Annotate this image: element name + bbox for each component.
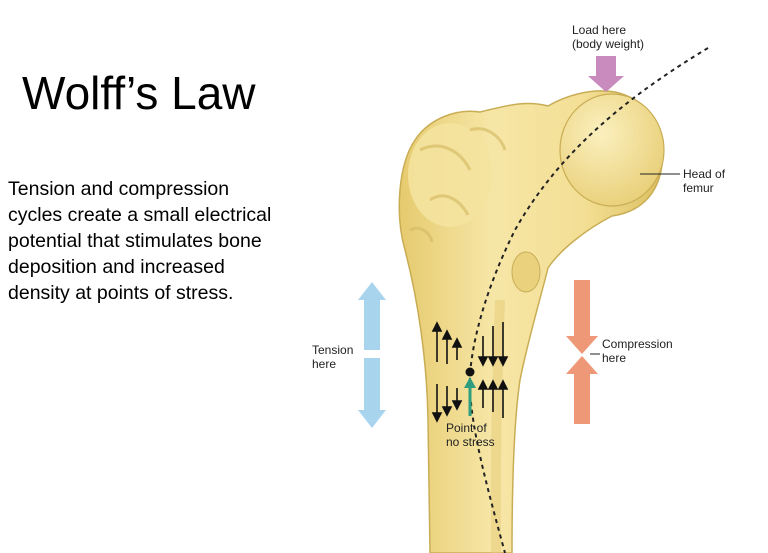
internal-stress-arrows: [431, 321, 509, 423]
greater-trochanter: [408, 123, 492, 227]
femur-bone: [398, 90, 665, 553]
no-stress-label-line2: no stress: [446, 435, 495, 449]
load-label-line2: (body weight): [572, 37, 644, 51]
slide-body-text: Tension and compression cycles create a …: [8, 178, 272, 304]
femur-head: [559, 93, 665, 207]
bone-shadow: [490, 299, 505, 553]
head-label-line1: Head of: [683, 167, 726, 181]
tension-arrow: [358, 282, 386, 428]
load-arrow: [588, 56, 624, 92]
tension-label-line2: here: [312, 357, 336, 371]
no-stress-point: [465, 367, 475, 377]
no-stress-label-line1: Point of: [446, 421, 487, 435]
stress-trajectory-line: [468, 47, 709, 553]
tension-label-line1: Tension: [312, 343, 353, 357]
lesser-trochanter: [511, 251, 541, 293]
compression-label-line2: here: [602, 351, 626, 365]
compression-arrow: [566, 280, 598, 424]
no-stress-arrow: [464, 377, 476, 416]
load-label-line1: Load here: [572, 23, 626, 37]
bone-texture: [409, 127, 507, 243]
head-label-line2: femur: [683, 181, 714, 195]
compression-label-line1: Compression: [602, 337, 673, 351]
slide-title: Wolff’s Law: [22, 67, 256, 119]
